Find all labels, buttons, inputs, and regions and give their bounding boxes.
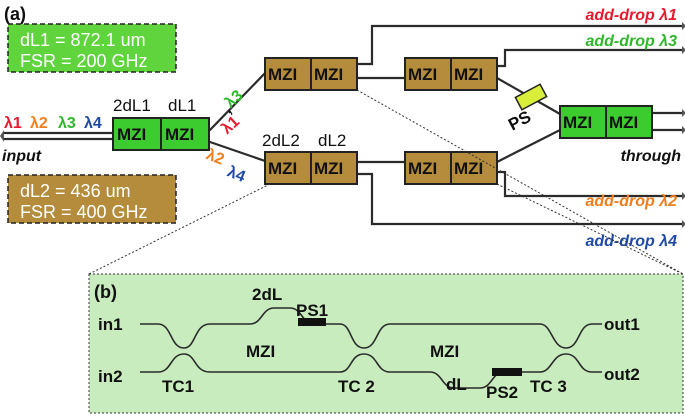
in2-label: in2: [98, 367, 123, 386]
input-lambda1: λ1: [4, 115, 22, 132]
stage2-2dl2-label: 2dL2: [262, 131, 300, 150]
zoom-guides: [88, 89, 684, 275]
ps1-heater: [298, 318, 326, 326]
input-lambda2: λ2: [30, 115, 48, 132]
panel-b-labels: in1 in2 out1 out2 TC1 TC 2 TC 3 MZI MZI …: [98, 285, 640, 402]
mzi-label: MZI: [454, 159, 483, 178]
arm-2dl-label: 2dL: [252, 285, 282, 304]
mzi-label: MZI: [408, 159, 437, 178]
mzi-label: MZI: [165, 125, 194, 144]
dl1-info-box: dL1 = 872.1 um FSR = 200 GHz: [7, 23, 177, 73]
ps2-heater: [492, 368, 522, 376]
ps2-label: PS2: [486, 383, 518, 402]
mzi-upper-stage2: MZI MZI: [264, 57, 358, 91]
mzi-label: MZI: [314, 159, 343, 178]
mzi-label: MZI: [268, 159, 297, 178]
stage2-dl2-label: dL2: [318, 131, 346, 150]
mzi-lower-right: MZI MZI: [404, 151, 498, 185]
mzi-label: MZI: [454, 65, 483, 84]
stage1-dl1-label: dL1: [168, 96, 196, 115]
mzi-label: MZI: [609, 113, 638, 132]
through-label: through: [621, 148, 682, 165]
fsr2-value: FSR = 400 GHz: [20, 202, 148, 222]
mzi-label: MZI: [314, 65, 343, 84]
dl2-value: dL2 = 436 um: [20, 181, 131, 201]
input-wavelengths: λ1 λ2 λ3 λ4: [4, 115, 102, 132]
dl1-value: dL1 = 872.1 um: [20, 30, 146, 50]
mzi-label: MZI: [563, 113, 592, 132]
mzi-final: MZI MZI: [559, 105, 653, 139]
branch-lambda4: λ4: [225, 163, 248, 185]
phase-shifter: [514, 83, 548, 111]
output-add-drop-l4: add-drop λ4: [585, 233, 677, 250]
input-lambda4: λ4: [84, 115, 102, 132]
input-label: input: [2, 148, 42, 165]
mzi-upper-right: MZI MZI: [404, 57, 498, 91]
ps1-label: PS1: [296, 301, 328, 320]
mzi-label: MZI: [268, 65, 297, 84]
in1-label: in1: [98, 315, 123, 334]
stage1-2dl1-label: 2dL1: [113, 96, 151, 115]
tc3-label: TC 3: [530, 377, 567, 396]
panel-a-label: (a): [4, 4, 26, 24]
output-add-drop-l2: add-drop λ2: [585, 193, 677, 210]
arm-dl-label: dL: [446, 375, 467, 394]
fsr1-value: FSR = 200 GHz: [20, 51, 148, 71]
output-add-drop-l3: add-drop λ3: [585, 33, 677, 50]
tc2-label: TC 2: [338, 377, 375, 396]
mzi-stage1: MZI MZI: [112, 117, 210, 151]
lower-branch-labels: λ2 λ4: [204, 146, 248, 186]
panel-b-background: [88, 273, 684, 414]
mzi2-label: MZI: [430, 342, 459, 361]
tc1-label: TC1: [162, 377, 194, 396]
panel-b-label: (b): [94, 282, 117, 302]
mzi-label: MZI: [117, 125, 146, 144]
mzi-label: MZI: [408, 65, 437, 84]
out1-label: out1: [604, 315, 640, 334]
mzi1-label: MZI: [246, 342, 275, 361]
input-lambda3: λ3: [58, 115, 76, 132]
out2-label: out2: [604, 365, 640, 384]
ps-label: PS: [505, 107, 534, 134]
mzi-lower-stage2: MZI MZI: [264, 151, 358, 185]
upper-branch-labels: λ1 , λ3: [218, 87, 246, 138]
output-add-drop-l1: add-drop λ1: [585, 7, 677, 24]
dl2-info-box: dL2 = 436 um FSR = 400 GHz: [7, 174, 177, 224]
branch-lambda2: λ2: [204, 146, 227, 168]
